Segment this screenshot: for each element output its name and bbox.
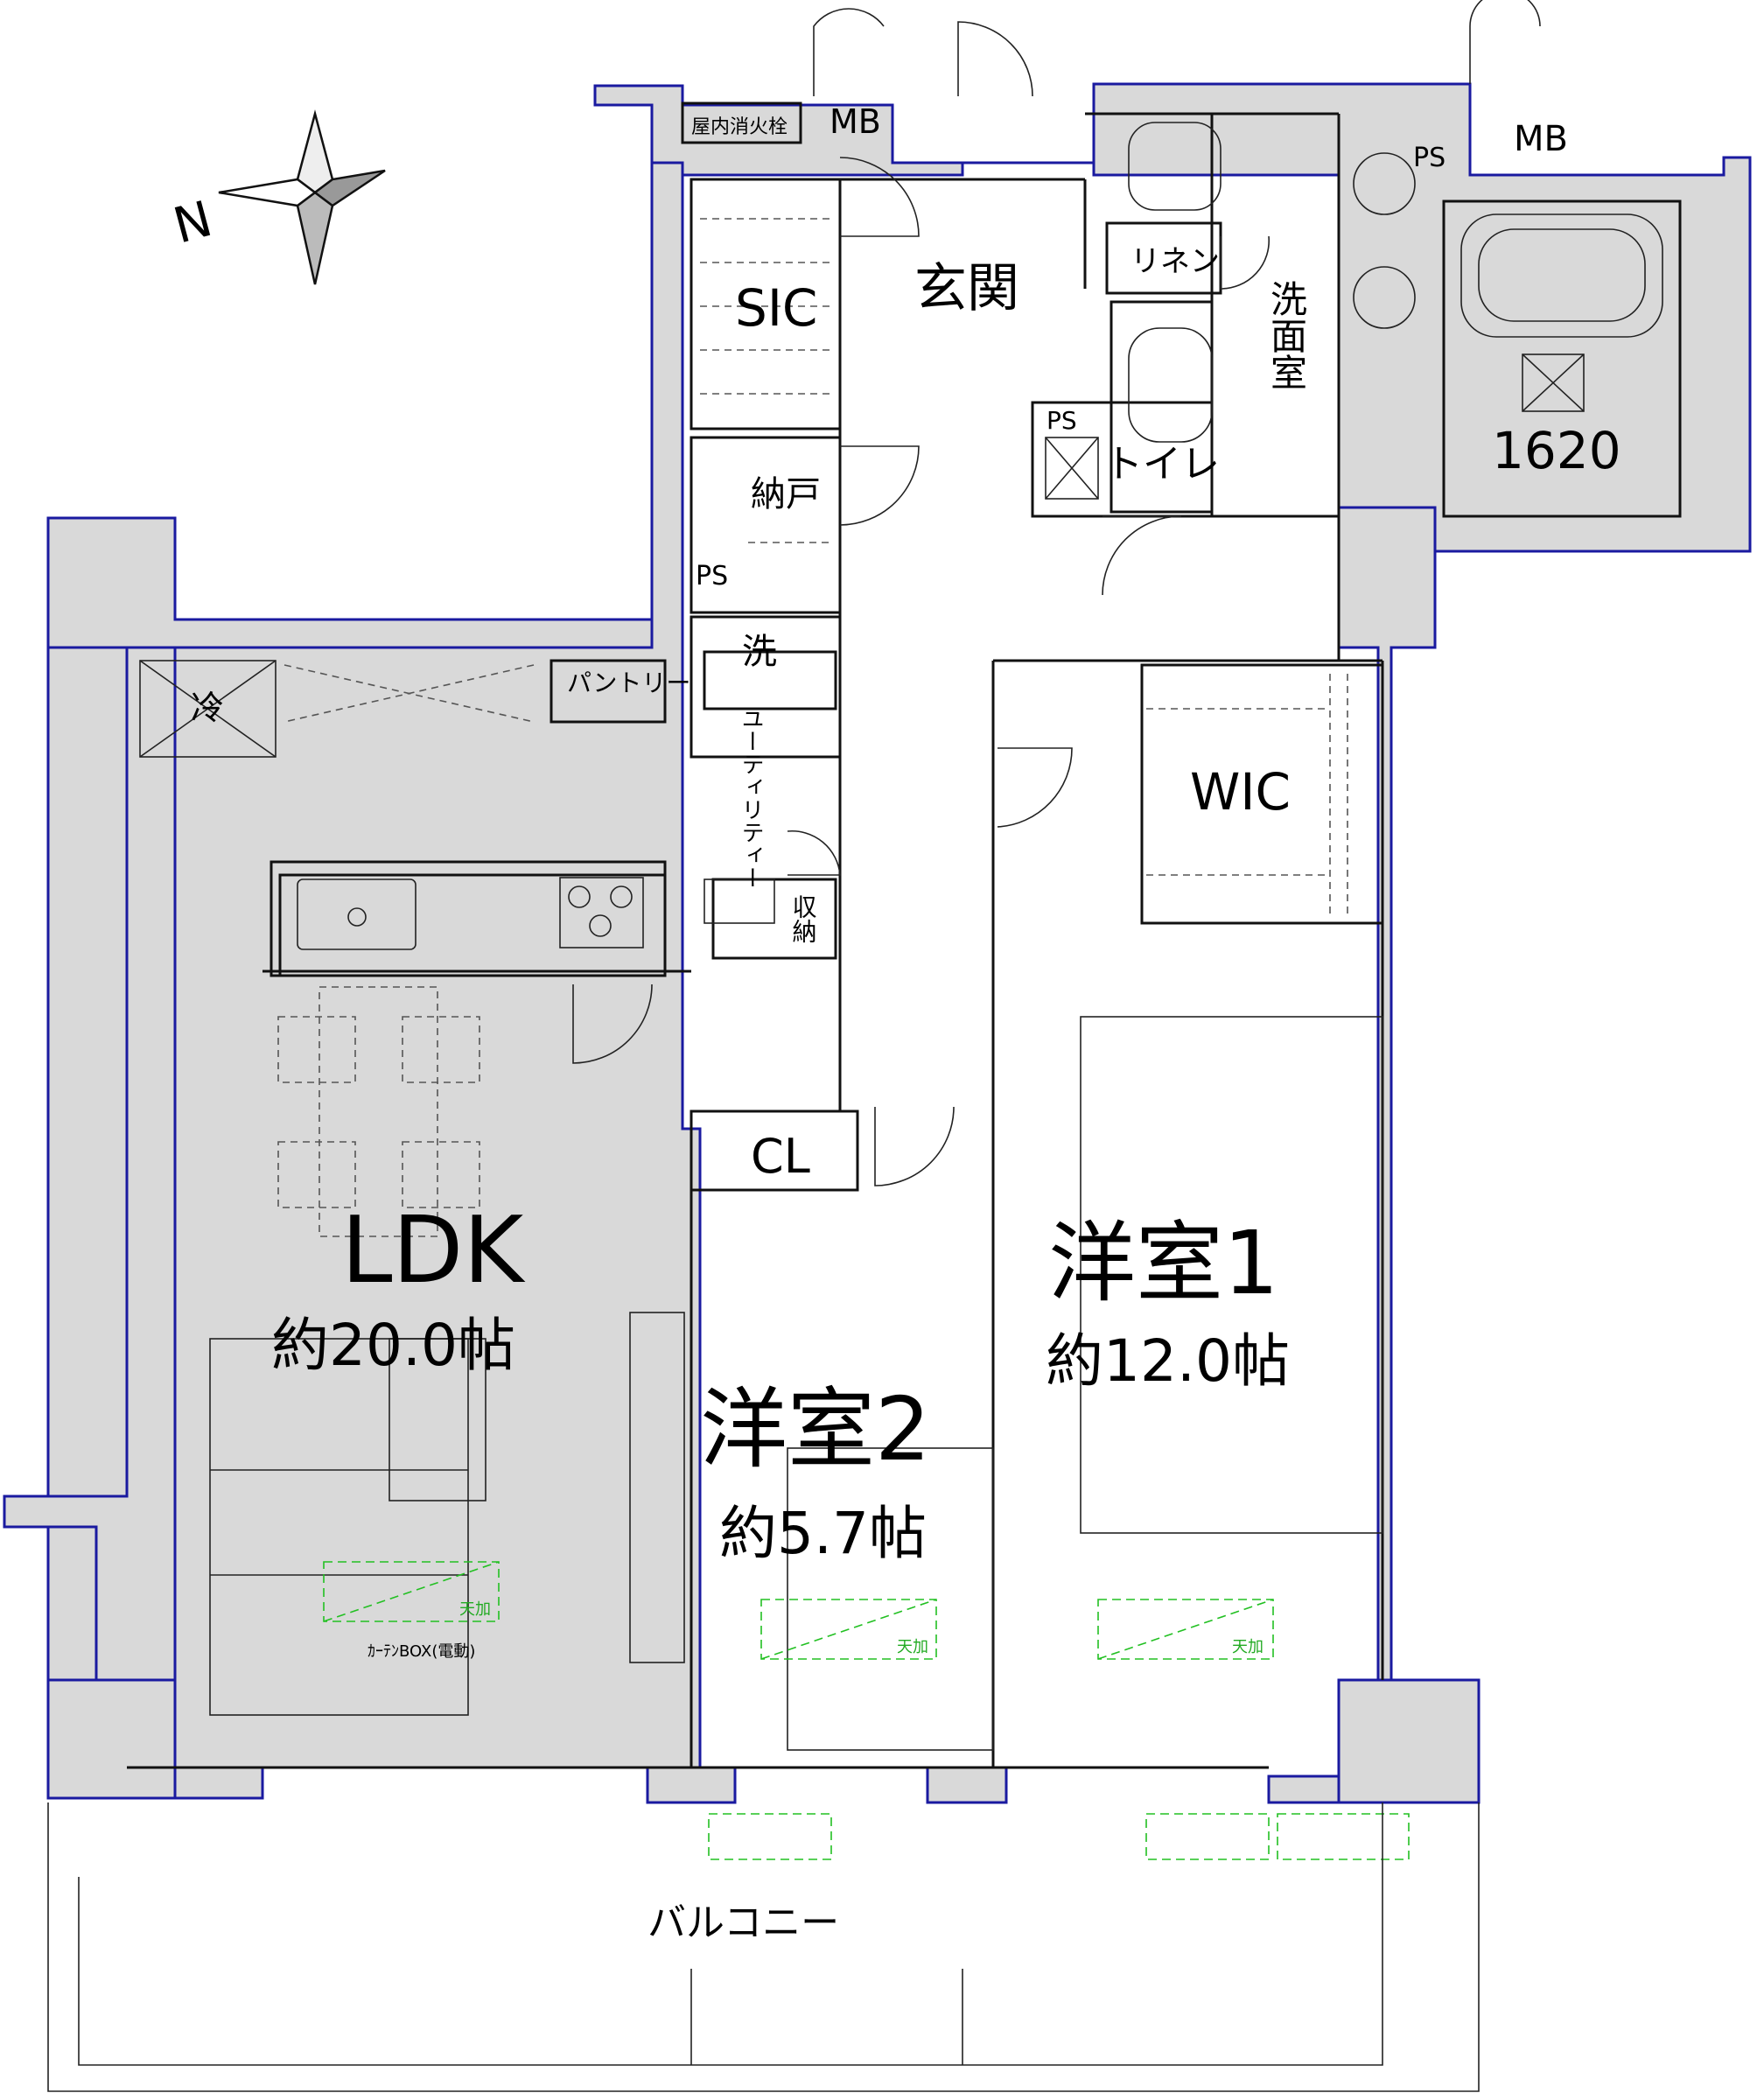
closet-shelves	[700, 218, 1348, 919]
label-mb-left: MB	[830, 102, 881, 141]
label-room1-name: 洋室1	[1048, 1212, 1279, 1314]
label-ps-3: PS	[696, 561, 728, 592]
label-ceiling-ac-2: 天加	[897, 1638, 928, 1656]
label-ps-1: PS	[1413, 143, 1446, 173]
doors	[572, 0, 1541, 1186]
furniture	[209, 986, 1383, 1751]
label-fire-hydrant: 屋内消火栓	[691, 116, 788, 138]
label-ceiling-ac-3: 天加	[1232, 1638, 1264, 1656]
label-curtain-box: ｶｰﾃﾝBOX(電動)	[368, 1642, 475, 1661]
label-nando: 納戸	[751, 474, 821, 514]
label-bath: 1620	[1492, 421, 1621, 480]
north-label: N	[168, 191, 218, 256]
label-ceiling-ac-1: 天加	[459, 1600, 491, 1619]
label-storage: 収納	[789, 894, 818, 943]
label-ldk-size: 約20.0帖	[271, 1312, 515, 1379]
ceiling-ac-markers	[323, 1561, 1410, 1860]
label-cl: CL	[751, 1129, 810, 1184]
compass-icon: N	[168, 109, 386, 285]
bathroom-fixtures	[1045, 122, 1663, 500]
label-wic: WIC	[1190, 762, 1291, 822]
label-balcony: バルコニー	[648, 1900, 839, 1945]
room-labels: 屋内消火栓 MB MB PS PS PS SIC 玄関 リネン 洗面室 1620…	[191, 102, 1621, 1945]
label-ldk-name: LDK	[341, 1197, 526, 1304]
label-sic: SIC	[735, 278, 817, 338]
balcony	[47, 1802, 1480, 2092]
kitchen	[139, 660, 775, 977]
label-utility: ユーティリティー	[738, 707, 764, 889]
label-washer: 洗	[742, 632, 777, 672]
label-ps-2: PS	[1046, 406, 1077, 435]
label-linen: リネン	[1130, 244, 1220, 279]
label-fridge: 冷	[191, 689, 224, 727]
label-pantry: パントリー	[567, 668, 690, 697]
label-room1-size: 約12.0帖	[1046, 1327, 1290, 1395]
label-toilet: トイレ	[1104, 442, 1220, 486]
label-entrance: 玄関	[914, 258, 1019, 319]
label-mb-right: MB	[1514, 119, 1568, 159]
label-room2-size: 約5.7帖	[719, 1500, 927, 1567]
label-room2-name: 洋室2	[700, 1378, 931, 1480]
label-washroom: 洗面室	[1265, 280, 1308, 390]
